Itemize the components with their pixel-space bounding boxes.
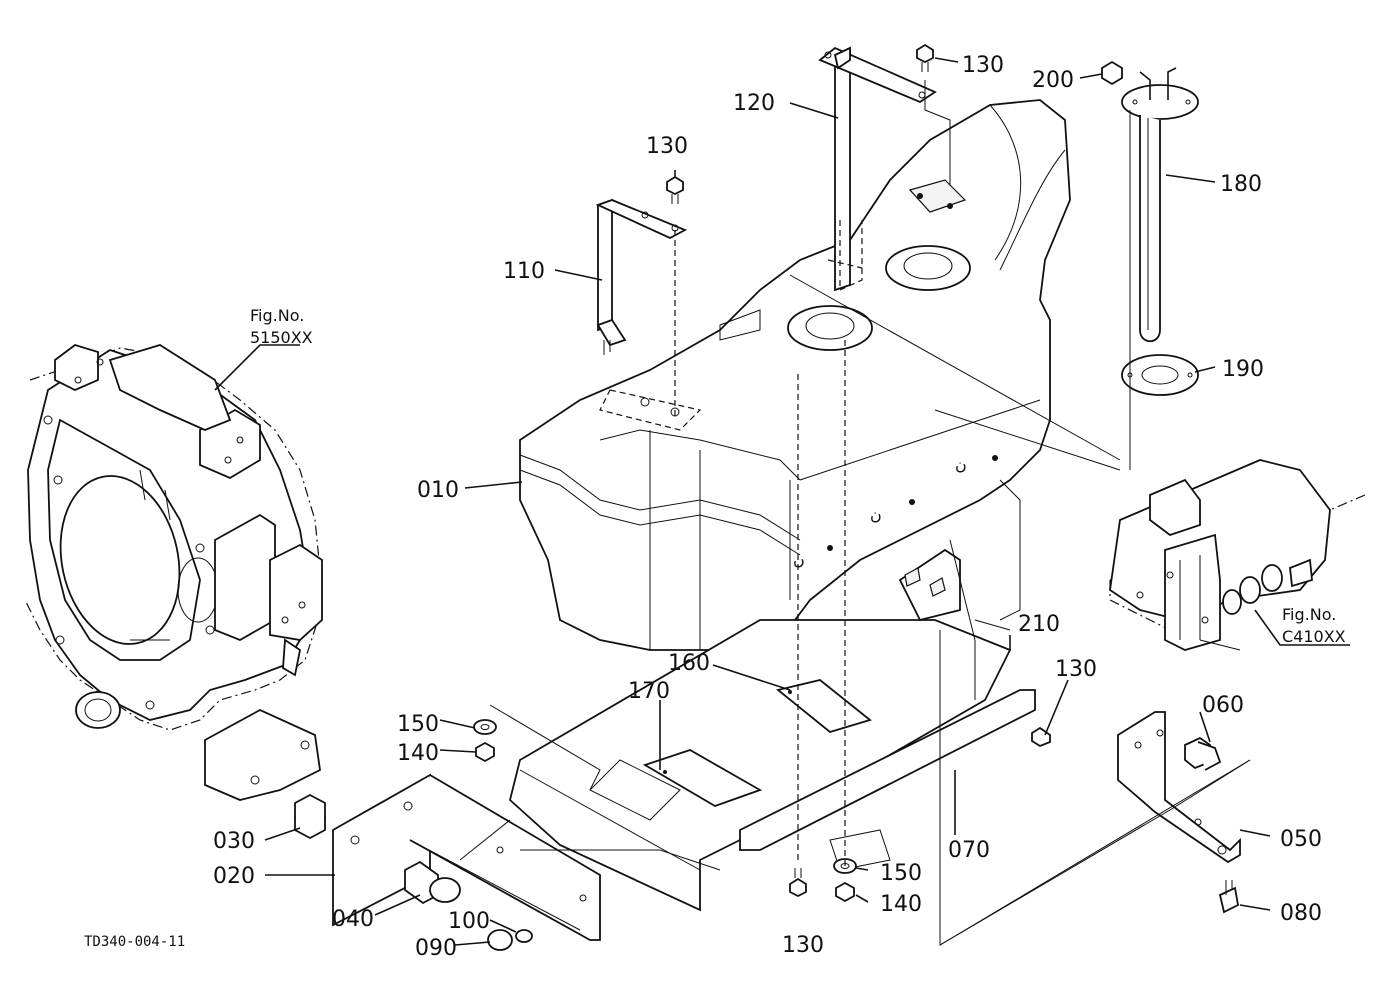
transmission-case	[1109, 459, 1366, 651]
pad-160	[776, 679, 872, 733]
fuel-gauge-unit-180	[1121, 67, 1199, 343]
label-040: 040	[332, 907, 374, 932]
label-130-right: 130	[1055, 657, 1097, 682]
label-140-bottom: 140	[880, 892, 922, 917]
bracket-050	[1117, 711, 1241, 864]
label-130-left: 130	[646, 134, 688, 159]
flywheel-housing	[24, 344, 323, 801]
bracket-110	[595, 198, 688, 420]
drawing-code: TD340-004-11	[84, 934, 185, 950]
bracket-120	[818, 46, 937, 292]
fig-ref-left-line2: 5150XX	[250, 328, 313, 347]
washer-100	[515, 929, 533, 943]
bolt-130-left	[666, 175, 684, 204]
bolt-060	[1184, 736, 1222, 771]
label-160: 160	[668, 651, 710, 676]
fig-ref-right-line2: C410XX	[1282, 627, 1346, 646]
bolt-080	[1218, 880, 1240, 914]
label-200: 200	[1032, 68, 1074, 93]
alignment-lines	[459, 80, 1251, 946]
collar-030	[294, 793, 326, 840]
gasket-190	[1121, 354, 1199, 396]
fig-ref-right-line1: Fig.No.	[1282, 605, 1336, 624]
nut-200	[1101, 60, 1123, 86]
label-210: 210	[1018, 612, 1060, 637]
svg-text:ن: ن	[870, 505, 882, 524]
label-080: 080	[1280, 901, 1322, 926]
label-010: 010	[417, 478, 459, 503]
label-120: 120	[733, 91, 775, 116]
washer-150-left	[473, 719, 497, 735]
bolt-130-top	[916, 43, 934, 72]
callout-labels: 010 020 030 040 050 060 070 080 090 100 …	[84, 53, 1346, 961]
fuel-tank: ن ن ن	[519, 99, 1071, 651]
pad-170	[642, 749, 763, 807]
label-150-bottom: 150	[880, 861, 922, 886]
label-030: 030	[213, 829, 255, 854]
label-130-top: 130	[962, 53, 1004, 78]
label-090: 090	[415, 936, 457, 961]
label-110: 110	[503, 259, 545, 284]
svg-text:ن: ن	[955, 455, 967, 474]
nut-140-bottom	[835, 881, 855, 903]
label-170: 170	[628, 679, 670, 704]
label-130-bottom: 130	[782, 933, 824, 958]
fig-ref-left-line1: Fig.No.	[250, 306, 304, 325]
bolt-040	[404, 860, 461, 905]
label-070: 070	[948, 838, 990, 863]
svg-text:ن: ن	[793, 550, 805, 569]
label-150-left: 150	[397, 712, 439, 737]
tank-support-frame	[508, 539, 1036, 912]
nut-140-left	[475, 741, 495, 763]
nut-090	[487, 929, 513, 951]
label-190: 190	[1222, 357, 1264, 382]
label-140-left: 140	[397, 741, 439, 766]
leader-lines	[214, 57, 1350, 946]
label-020: 020	[213, 864, 255, 889]
label-050: 050	[1280, 827, 1322, 852]
label-180: 180	[1220, 172, 1262, 197]
label-060: 060	[1202, 693, 1244, 718]
label-100: 100	[448, 909, 490, 934]
bolt-130-bottom	[789, 868, 807, 898]
